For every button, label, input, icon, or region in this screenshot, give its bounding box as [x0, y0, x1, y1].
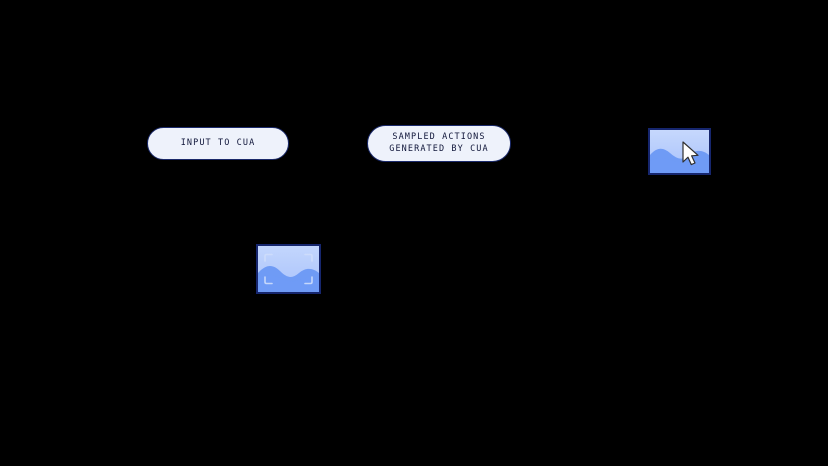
screenshot-image-icon	[258, 246, 319, 292]
result-screenshot-thumbnail[interactable]	[648, 128, 711, 175]
input-screenshot-thumbnail[interactable]	[256, 244, 321, 294]
mouse-cursor-icon	[682, 141, 699, 166]
node-input-to-cua[interactable]: INPUT TO CUA	[147, 127, 289, 160]
crop-frame-icon	[264, 253, 313, 285]
node-sampled-actions-generated-by-cua[interactable]: SAMPLED ACTIONS GENERATED BY CUA	[367, 125, 511, 162]
screenshot-image-icon	[650, 130, 709, 173]
node-input-to-cua-label: INPUT TO CUA	[180, 137, 256, 148]
node-sampled-actions-label-line2: GENERATED BY CUA	[389, 143, 489, 154]
node-sampled-actions-label-line1: SAMPLED ACTIONS	[392, 132, 486, 143]
